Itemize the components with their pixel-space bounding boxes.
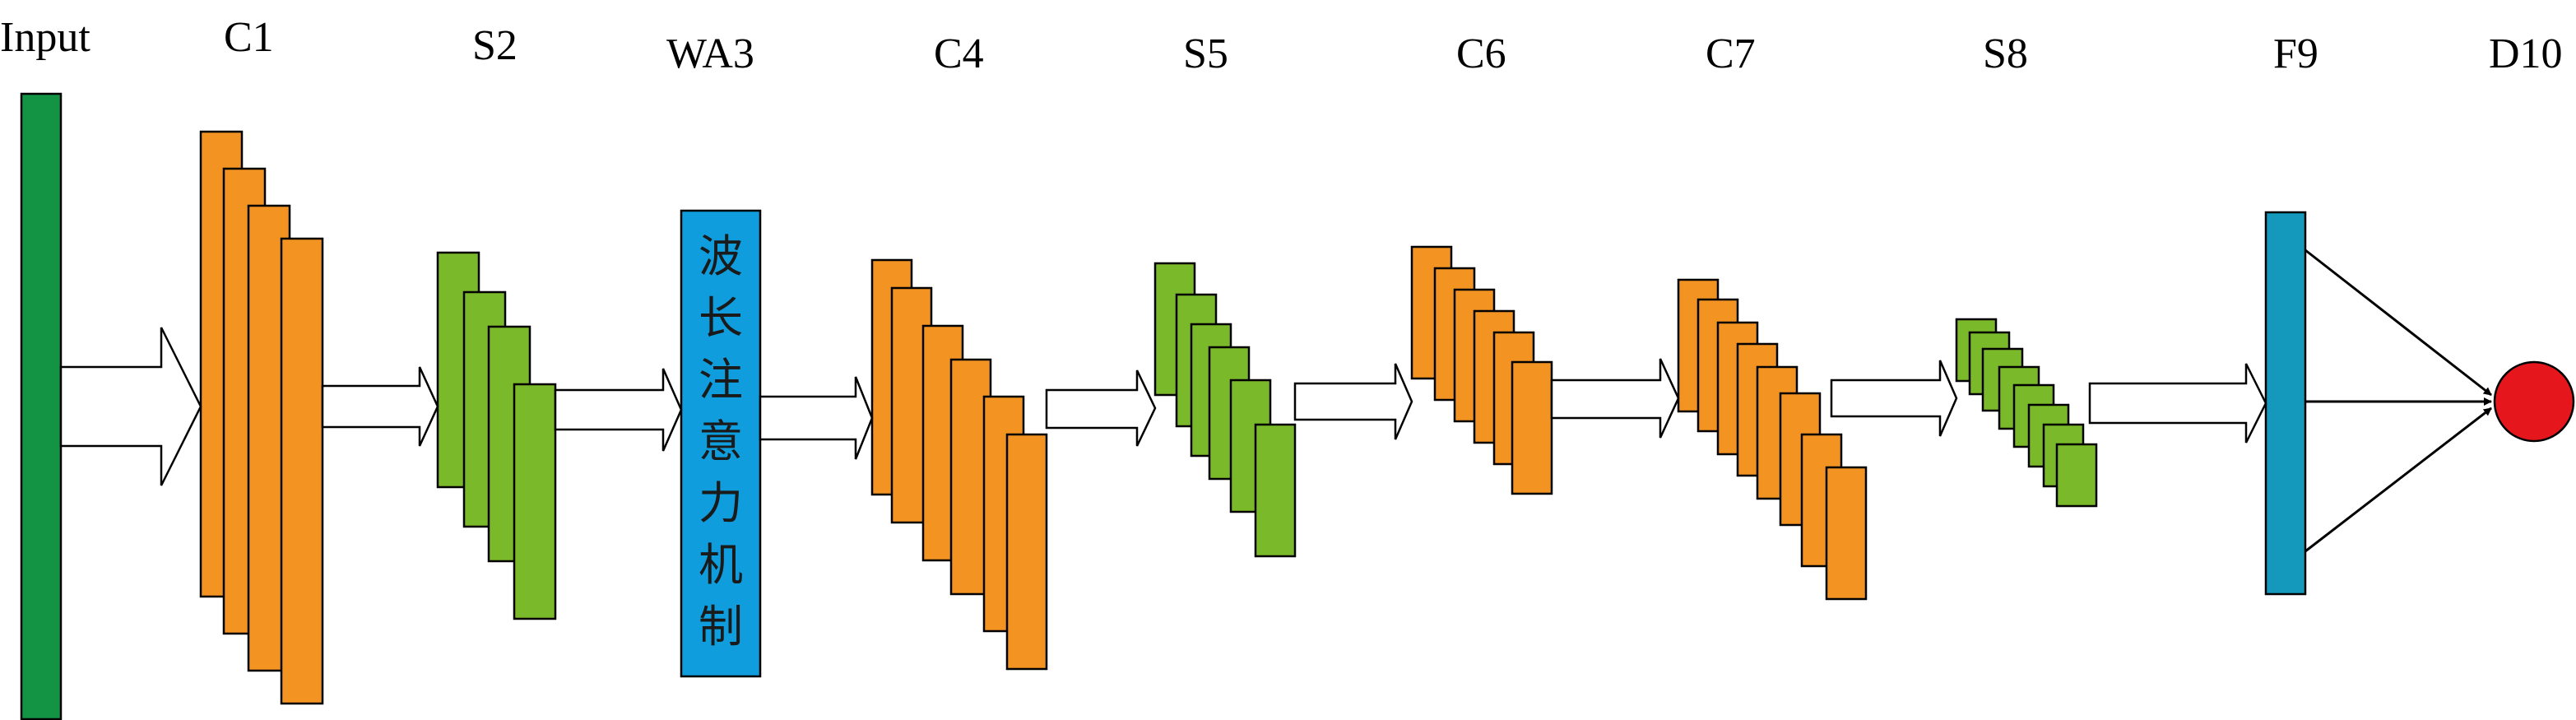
label-c4: C4 — [934, 30, 984, 77]
c1-feature-maps — [199, 130, 324, 705]
s5-feature-maps — [1153, 262, 1297, 558]
wa3-char-5: 力 — [699, 477, 743, 529]
label-input: Input — [0, 14, 91, 61]
d10-output-node — [2493, 360, 2575, 443]
label-d10: D10 — [2489, 30, 2563, 77]
c1-map-4 — [280, 237, 324, 705]
s8-feature-maps — [1955, 318, 2098, 508]
arrow-s8-f9 — [2088, 363, 2267, 444]
wa3-char-3: 注 — [699, 354, 743, 406]
c4-feature-maps — [870, 258, 1048, 671]
arrow-c4-s5 — [1045, 369, 1157, 447]
label-c1: C1 — [224, 14, 274, 61]
arrow-c7-s8 — [1830, 360, 1958, 437]
arrow-wa3-c4 — [759, 376, 874, 460]
c6-feature-maps — [1410, 245, 1553, 495]
fc-line-top — [2304, 249, 2492, 397]
label-c6: C6 — [1456, 30, 1506, 77]
s8-map-8 — [2055, 443, 2098, 508]
label-s8: S8 — [1983, 30, 2028, 77]
f9-fully-connected-layer — [2264, 211, 2307, 596]
wa3-char-6: 机 — [699, 539, 743, 591]
arrow-c1-s2 — [321, 366, 439, 447]
flow-arrows — [59, 327, 2267, 486]
fc-line-bottom — [2304, 406, 2492, 553]
wa3-char-7: 制 — [699, 601, 743, 653]
s5-map-6 — [1254, 423, 1297, 558]
label-s2: S2 — [472, 22, 518, 69]
arrow-c6-c7 — [1550, 358, 1680, 439]
input-layer — [20, 92, 63, 720]
wavelength-attention-block — [680, 209, 762, 678]
c6-map-6 — [1511, 360, 1553, 495]
arrow-input-c1 — [59, 327, 202, 486]
wa3-char-1: 波 — [699, 230, 743, 282]
label-c7: C7 — [1706, 30, 1756, 77]
s2-map-4 — [513, 383, 557, 620]
wa3-char-4: 意 — [699, 416, 743, 467]
wa3-text: 波 长 注 意 力 机 制 — [699, 230, 743, 653]
label-s5: S5 — [1183, 30, 1228, 77]
s2-feature-maps — [436, 251, 557, 620]
label-f9: F9 — [2273, 30, 2318, 77]
arrow-s2-wa3 — [554, 368, 683, 452]
label-wa3: WA3 — [666, 30, 754, 77]
c4-map-6 — [1005, 433, 1048, 671]
arrow-s5-c6 — [1293, 363, 1413, 440]
c7-map-8 — [1825, 466, 1868, 601]
wa3-char-2: 长 — [699, 292, 743, 344]
fc-connections — [2304, 249, 2492, 553]
c7-feature-maps — [1677, 278, 1868, 601]
